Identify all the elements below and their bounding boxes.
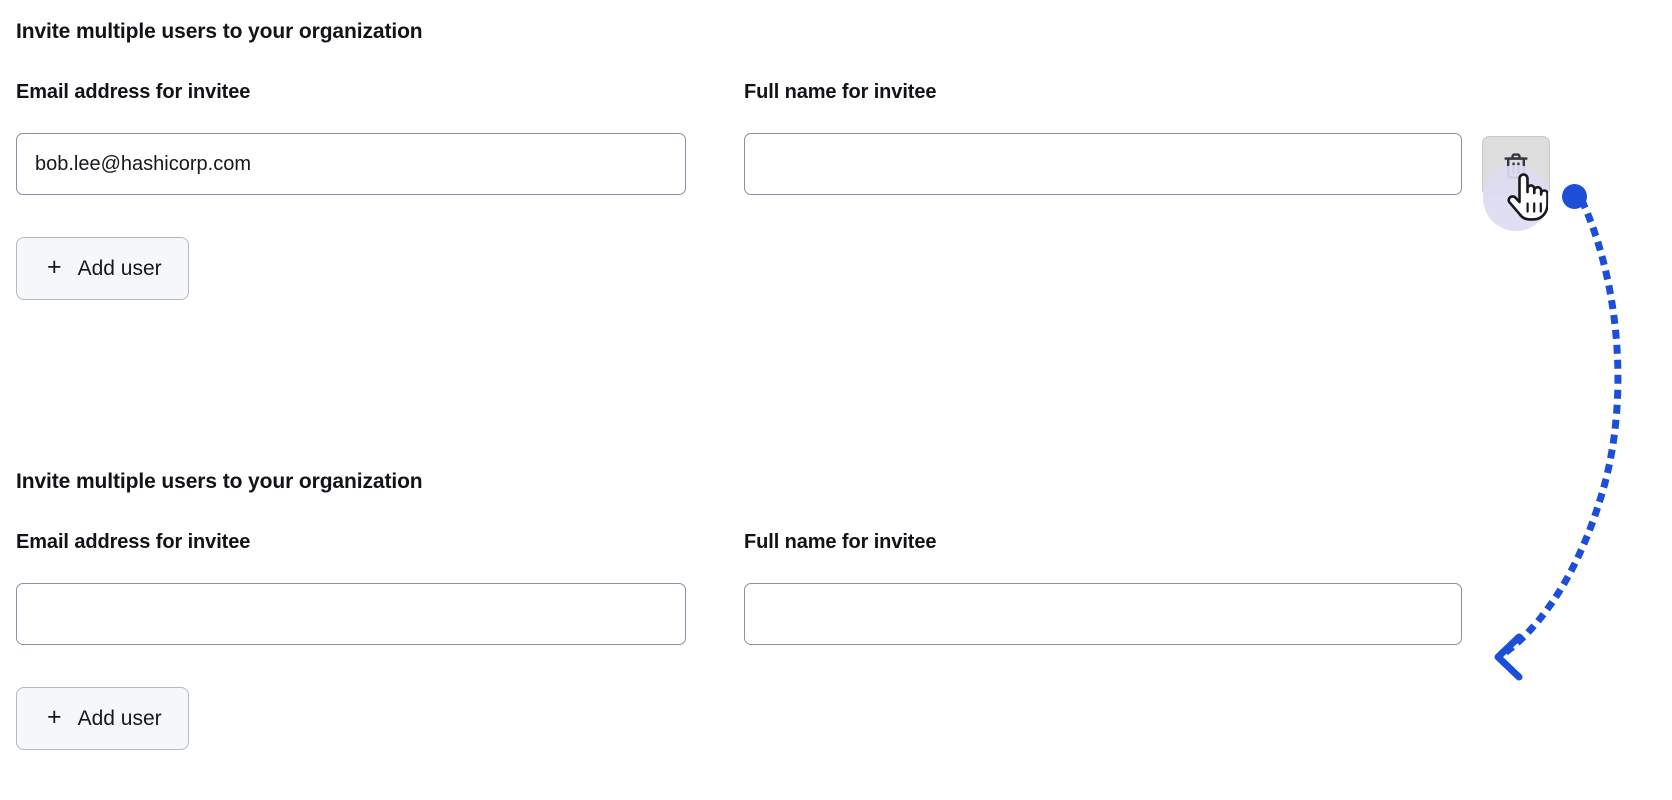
email-input[interactable]: [16, 133, 686, 195]
page-title: Invite multiple users to your organizati…: [16, 20, 423, 43]
plus-icon: +: [47, 253, 62, 281]
add-user-button-2[interactable]: + Add user: [16, 687, 189, 750]
add-user-button[interactable]: + Add user: [16, 237, 189, 300]
name-field-label-2: Full name for invitee: [744, 531, 937, 553]
email-field-label: Email address for invitee: [16, 81, 251, 103]
name-field-label: Full name for invitee: [744, 81, 937, 103]
name-input[interactable]: [744, 133, 1462, 195]
name-input-2[interactable]: [744, 583, 1462, 645]
blue-dot-marker: [1562, 184, 1587, 209]
trash-icon: [1503, 152, 1529, 180]
email-field-label-2: Email address for invitee: [16, 531, 251, 553]
plus-icon: +: [47, 703, 62, 731]
add-user-label-2: Add user: [77, 706, 162, 730]
page-title-2: Invite multiple users to your organizati…: [16, 470, 423, 493]
add-user-label: Add user: [77, 256, 162, 280]
delete-row-button[interactable]: [1482, 136, 1550, 196]
email-input-2[interactable]: [16, 583, 686, 645]
